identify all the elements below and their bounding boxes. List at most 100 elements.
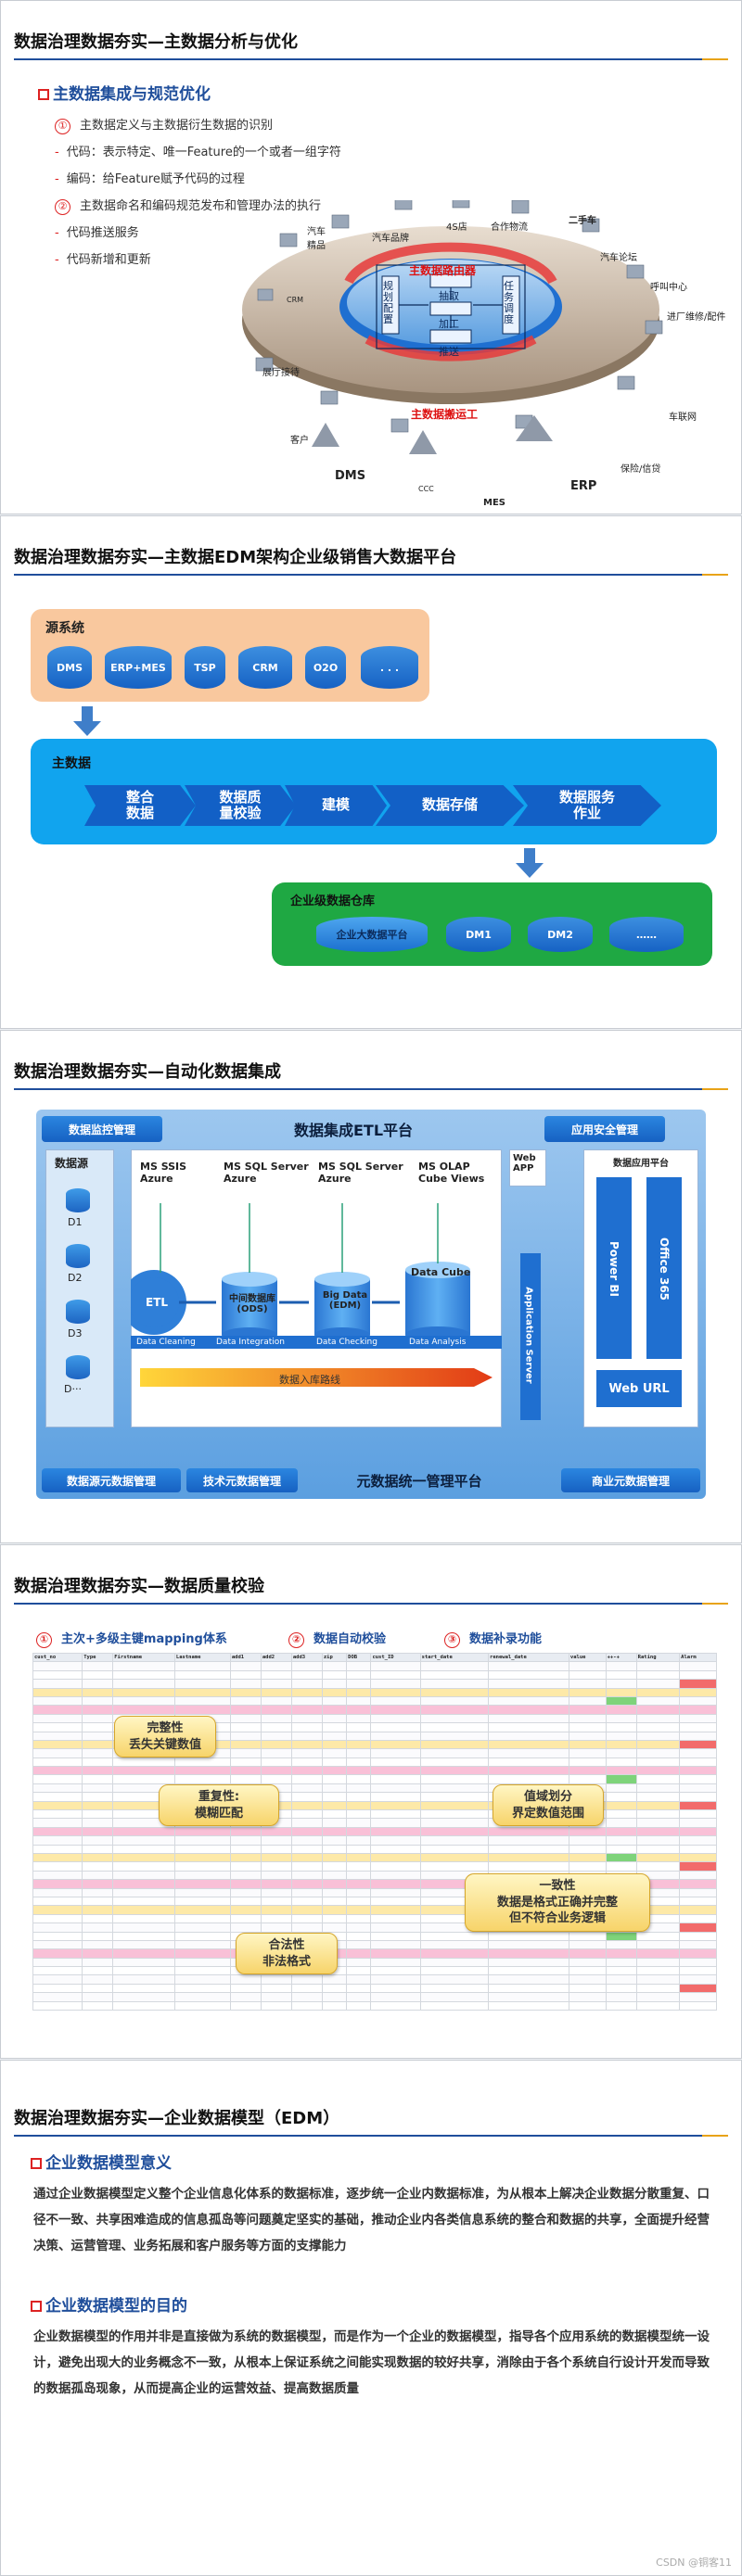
table-cell: [679, 1687, 717, 1697]
table-cell: [568, 1974, 607, 1985]
table-cell: [82, 1748, 114, 1758]
slide1-title: 数据治理数据夯实—主数据分析与优化: [14, 32, 298, 52]
table-cell: [82, 1826, 114, 1837]
table-cell: [346, 1931, 372, 1941]
table-cell: [229, 1974, 262, 1985]
pipeline-flow-graphic: [131, 1203, 502, 1387]
table-cell: [321, 1783, 348, 1794]
table-cell: [32, 1992, 83, 2002]
table-cell: [32, 1695, 83, 1707]
table-cell: [568, 1679, 607, 1689]
table-cell: [229, 1913, 262, 1924]
table-cell: [488, 1669, 569, 1681]
table-cell: [260, 1879, 292, 1889]
table-cell: [321, 1748, 348, 1758]
table-cell: [173, 1774, 231, 1784]
table-cell: [260, 1887, 292, 1897]
table-cell: [605, 1931, 637, 1941]
table-cell: [229, 1687, 262, 1697]
table-cell: [419, 1705, 490, 1715]
table-cell: [419, 1731, 490, 1741]
table-cell: [346, 1913, 372, 1924]
table-cell: [112, 1774, 175, 1784]
table-cell: [112, 2000, 175, 2011]
table-cell: [635, 1748, 681, 1758]
title-rule: [14, 574, 728, 576]
table-cell: [82, 1766, 114, 1776]
table-cell: [419, 1739, 490, 1750]
table-cell: [290, 1766, 323, 1776]
table-cell: [82, 1922, 114, 1933]
slide1-section-title: 主数据集成与规范优化: [38, 81, 211, 104]
table-cell: [260, 1722, 292, 1732]
table-cell: [229, 1861, 262, 1872]
table-cell: [229, 1739, 262, 1750]
table-row: [32, 1818, 717, 1828]
table-cell: [321, 1766, 348, 1776]
table-cell: [173, 1974, 231, 1985]
table-cell: [290, 1722, 323, 1732]
table-cell: [419, 1957, 490, 1968]
table-cell: [290, 1835, 323, 1846]
table-cell: [112, 1931, 175, 1941]
table-cell: [112, 1974, 175, 1985]
label-dms: DMS: [335, 469, 366, 483]
table-cell: [605, 1687, 637, 1697]
table-cell: [82, 1695, 114, 1707]
table-cell: [370, 1992, 421, 2002]
table-cell: [321, 1687, 348, 1697]
table-cell: [290, 1818, 323, 1828]
stage-analysis: Data Analysis: [409, 1338, 467, 1347]
table-cell: [82, 1661, 114, 1671]
table-cell: [488, 1705, 569, 1715]
table-cell: [32, 1739, 83, 1750]
table-cell: [260, 1739, 292, 1750]
table-cell: [321, 1992, 348, 2002]
table-row: [32, 1852, 717, 1863]
table-cell: [229, 1748, 262, 1758]
table-cell: [82, 1957, 114, 1968]
table-cell: [346, 1783, 372, 1794]
table-cell: [346, 1713, 372, 1724]
table-cell: [346, 1826, 372, 1837]
table-cell: [346, 1748, 372, 1758]
table-cell: [321, 1739, 348, 1750]
table-cell: [82, 1679, 114, 1689]
bullet-2: -代码：表示特定、唯一Feature的一个或者一组字符: [55, 146, 341, 159]
table-cell: [346, 1896, 372, 1907]
table-cell: [488, 1661, 569, 1671]
table-cell: [635, 1983, 681, 1994]
table-cell: [488, 1774, 569, 1784]
table-cell: [635, 1774, 681, 1784]
table-cell: [370, 1896, 421, 1907]
table-cell: [321, 1757, 348, 1768]
table-cell: [488, 1852, 569, 1863]
table-cell: [679, 1983, 717, 1994]
table-cell: [679, 1966, 717, 1976]
table-cell: [488, 1826, 569, 1837]
table-header-cell: Alarm: [679, 1652, 717, 1663]
table-row: [32, 1835, 717, 1846]
table-cell: [290, 1913, 323, 1924]
table-cell: [346, 1722, 372, 1732]
table-row: [32, 1757, 717, 1768]
table-cell: [679, 1913, 717, 1924]
label-car-sales: 汽车精品: [307, 227, 326, 251]
label-carnet: 车联网: [669, 412, 697, 423]
table-cell: [488, 1695, 569, 1707]
table-cell: [419, 1774, 490, 1784]
ring-step-push: 推送: [439, 346, 459, 358]
table-cell: [635, 1695, 681, 1707]
table-cell: [173, 1826, 231, 1837]
table-cell: [290, 1974, 323, 1985]
table-cell: [290, 1792, 323, 1802]
table-cell: [112, 1905, 175, 1915]
table-cell: [260, 1731, 292, 1741]
table-cell: [605, 2000, 637, 2011]
table-cell: [229, 1774, 262, 1784]
table-cell: [112, 1695, 175, 1707]
table-cell: [173, 1669, 231, 1681]
table-cell: [679, 1861, 717, 1872]
table-cell: [605, 1792, 637, 1802]
table-cell: [605, 1739, 637, 1750]
